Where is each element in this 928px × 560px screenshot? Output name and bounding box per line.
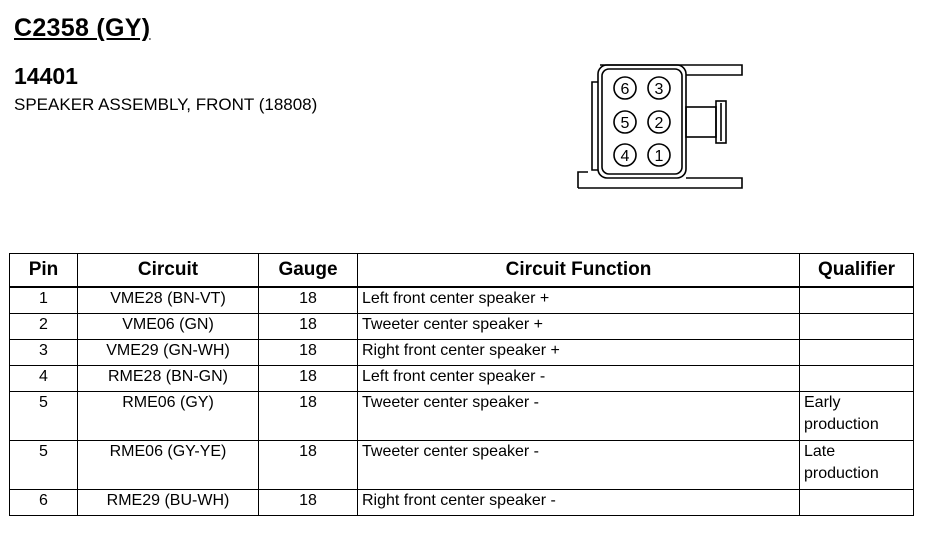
- pin-5-circle: [613, 110, 637, 134]
- pin-6-label: 6: [621, 81, 630, 98]
- qualifier-cell: Late production: [799, 440, 914, 490]
- column-header-pin: Pin: [9, 253, 78, 288]
- circuit-cell: RME28 (BN-GN): [77, 365, 259, 392]
- table-row: 6 RME29 (BU-WH) 18 Right front center sp…: [9, 489, 914, 516]
- connector-id-title: C2358 (GY): [14, 14, 151, 42]
- function-cell: Tweeter center speaker -: [357, 440, 800, 490]
- column-header-circuit-function: Circuit Function: [357, 253, 800, 288]
- qualifier-cell: [799, 313, 914, 340]
- table-row: 1 VME28 (BN-VT) 18 Left front center spe…: [9, 286, 914, 314]
- pin-cell: 5: [9, 391, 78, 441]
- pin-6-circle: [613, 76, 637, 100]
- function-cell: Tweeter center speaker -: [357, 391, 800, 441]
- table-row: 5 RME06 (GY) 18 Tweeter center speaker -…: [9, 391, 914, 441]
- gauge-cell: 18: [258, 339, 358, 366]
- pin-table-header-row: Pin Circuit Gauge Circuit Function Quali…: [9, 253, 914, 288]
- pin-3-label: 3: [655, 81, 664, 98]
- pin-cell: 1: [9, 286, 78, 314]
- function-cell: Tweeter center speaker +: [357, 313, 800, 340]
- part-number: 14401: [14, 63, 78, 89]
- qualifier-cell: [799, 339, 914, 366]
- qualifier-cell: Early production: [799, 391, 914, 441]
- pin-cell: 4: [9, 365, 78, 392]
- connector-face-diagram: 6 3 5 2 4 1: [577, 64, 743, 189]
- pin-cell: 6: [9, 489, 78, 516]
- function-cell: Left front center speaker -: [357, 365, 800, 392]
- circuit-cell: VME29 (GN-WH): [77, 339, 259, 366]
- gauge-cell: 18: [258, 286, 358, 314]
- table-row: 4 RME28 (BN-GN) 18 Left front center spe…: [9, 365, 914, 392]
- qualifier-cell: [799, 365, 914, 392]
- pin-4-circle: [613, 143, 637, 167]
- qualifier-line: Late: [804, 443, 836, 460]
- circuit-cell: VME06 (GN): [77, 313, 259, 340]
- qualifier-line: production: [804, 465, 879, 482]
- circuit-cell: RME06 (GY): [77, 391, 259, 441]
- gauge-cell: 18: [258, 489, 358, 516]
- pin-2-label: 2: [655, 115, 664, 132]
- function-cell: Left front center speaker +: [357, 286, 800, 314]
- pin-cell: 5: [9, 440, 78, 490]
- gauge-cell: 18: [258, 391, 358, 441]
- function-cell: Right front center speaker -: [357, 489, 800, 516]
- component-description: SPEAKER ASSEMBLY, FRONT (18808): [14, 95, 318, 114]
- circuit-cell: RME29 (BU-WH): [77, 489, 259, 516]
- connector-pins: 6 3 5 2 4 1: [613, 76, 671, 167]
- pin-table: Pin Circuit Gauge Circuit Function Quali…: [9, 253, 914, 516]
- pin-3-circle: [647, 76, 671, 100]
- pin-cell: 3: [9, 339, 78, 366]
- gauge-cell: 18: [258, 313, 358, 340]
- column-header-qualifier: Qualifier: [799, 253, 914, 288]
- function-cell: Right front center speaker +: [357, 339, 800, 366]
- qualifier-line: production: [804, 416, 879, 433]
- gauge-cell: 18: [258, 365, 358, 392]
- pin-5-label: 5: [621, 115, 630, 132]
- gauge-cell: 18: [258, 440, 358, 490]
- circuit-cell: RME06 (GY-YE): [77, 440, 259, 490]
- pin-1-label: 1: [655, 148, 664, 165]
- table-row: 3 VME29 (GN-WH) 18 Right front center sp…: [9, 339, 914, 366]
- pin-2-circle: [647, 110, 671, 134]
- pin-cell: 2: [9, 313, 78, 340]
- qualifier-cell: [799, 489, 914, 516]
- table-row: 2 VME06 (GN) 18 Tweeter center speaker +: [9, 313, 914, 340]
- table-row: 5 RME06 (GY-YE) 18 Tweeter center speake…: [9, 440, 914, 490]
- pin-1-circle: [647, 143, 671, 167]
- qualifier-line: Early: [804, 394, 841, 411]
- pin-4-label: 4: [621, 148, 630, 165]
- qualifier-cell: [799, 286, 914, 314]
- circuit-cell: VME28 (BN-VT): [77, 286, 259, 314]
- column-header-gauge: Gauge: [258, 253, 358, 288]
- column-header-circuit: Circuit: [77, 253, 259, 288]
